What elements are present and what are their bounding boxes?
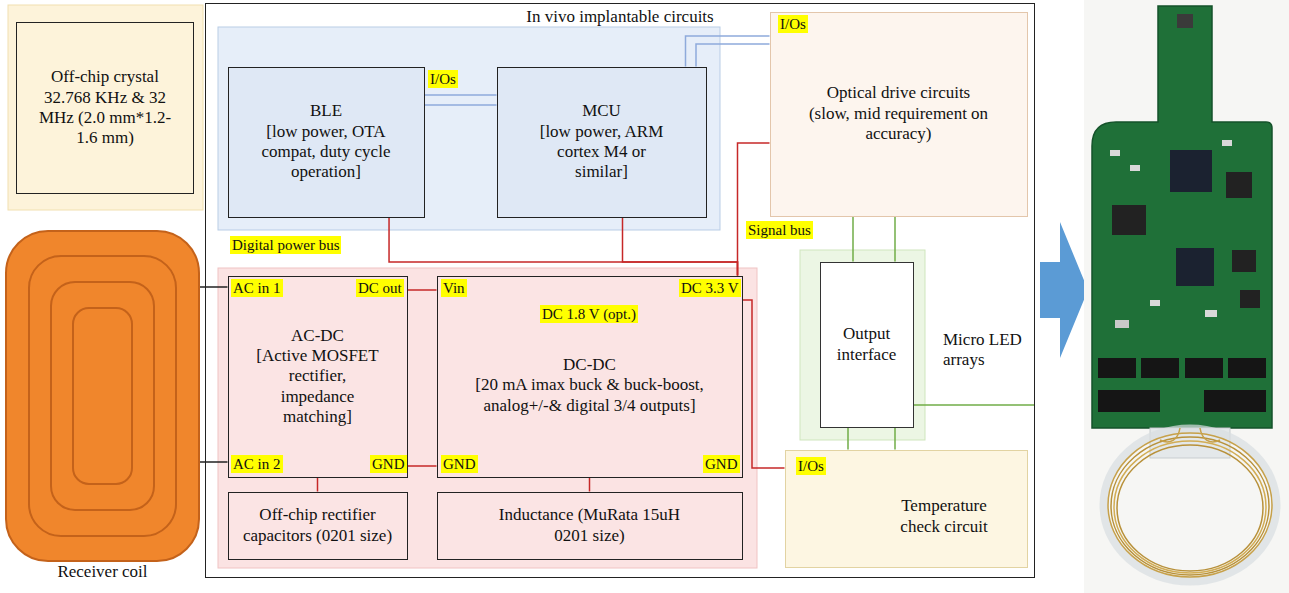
chip [1226,172,1252,198]
connector [686,36,770,67]
header [1098,358,1136,378]
receiver-coil: Receiver coil [5,230,200,586]
flow-arrow [1040,222,1088,358]
pin-label: GND [370,455,407,473]
crystal-panel [8,5,203,210]
connector [852,217,854,262]
chip [1176,248,1214,286]
pin-label: GND [441,455,478,473]
pin-label: I/Os [796,457,826,475]
pcb-board [1092,6,1272,428]
coil-body [6,231,199,561]
pin-label: Vin [441,279,467,297]
passive [1110,150,1120,156]
interface-band [800,250,925,440]
pin-label: I/Os [428,70,458,88]
node-body: [low power, ARM cortex M4 or similar] [532,122,672,183]
connector [738,143,770,276]
passive [1205,310,1217,317]
header [1141,358,1179,378]
connector [894,428,896,450]
node-title: DC-DC [563,355,616,375]
node-title: Output interface [827,324,907,365]
header [1228,358,1266,378]
passive [1222,140,1232,146]
node-title: BLE [310,101,342,121]
connector [894,217,896,262]
power-band [218,268,757,568]
connector [847,428,849,450]
output-label: Micro LED arrays [943,330,1023,371]
node-body: [Active MOSFET rectifier, impedance matc… [254,346,382,428]
sensor-chip [1177,14,1193,28]
node-title: Optical drive circuits [827,83,971,103]
pin-label: DC 3.3 V [679,279,741,297]
passive [1130,165,1140,171]
pin-label: Digital power bus [230,236,341,254]
connector [589,478,591,492]
node-body: (slow, mid requirement on accuracy) [804,104,994,145]
mcu-block: MCU[low power, ARM cortex M4 or similar] [497,67,707,218]
node-title: Off-chip rectifier capacitors (0201 size… [243,505,393,546]
pin-label: I/Os [778,15,808,33]
pin-label: Signal bus [746,221,813,239]
ble-block: BLE[low power, OTA compat, duty cycle op… [228,67,425,218]
passive [1115,320,1129,328]
pin-label: AC in 2 [231,455,283,473]
chip [1240,290,1260,308]
led-wire [908,404,1035,406]
connector [743,300,785,468]
node-title: In vivo implantable circuits [526,7,713,27]
coil-wire [1108,433,1272,577]
output-interface-box: Output interface [820,262,914,428]
connector [623,218,738,276]
node-title: Receiver coil [57,562,147,582]
node-body: [20 mA imax buck & buck-boost, analog+/-… [465,375,715,416]
pin-label: GND [703,455,740,473]
capacitor-box: Off-chip rectifier capacitors (0201 size… [228,492,408,560]
chip [1232,250,1256,272]
coil-turn [29,256,176,536]
coil-wire [1111,437,1269,575]
coil-wire [1117,445,1263,571]
node-title: Off-chip crystal 32.768 KHz & 32 MHz (2.… [38,67,173,149]
coil-turn [73,308,132,484]
connector [408,289,437,291]
ac-dc-block: AC-DC[Active MOSFET rectifier, impedance… [228,276,408,478]
connector [696,44,770,67]
chip [1112,205,1146,235]
node-title: MCU [582,101,621,121]
connector [425,94,497,96]
node-title: AC-DC [291,326,344,346]
mcu-chip [1170,150,1212,192]
connector [317,478,319,492]
implant-frame: In vivo implantable circuitsBLE[low powe… [205,3,1035,578]
header [1204,390,1266,412]
passive [1150,300,1160,306]
coil-wire [1114,441,1266,573]
coil-lead [1160,428,1220,442]
node-title: Temperature check circuit [887,496,1002,537]
header [1098,390,1160,412]
connector [408,465,437,467]
coil-turn [51,282,154,510]
connector [389,218,737,276]
pin-label: DC 1.8 V (opt.) [540,305,638,323]
pin-label: DC out [356,279,404,297]
photo-ground [1084,0,1289,593]
node-title: Inductance (MuRata 15uH 0201 size) [485,505,695,546]
node-body: [low power, OTA compat, duty cycle opera… [251,122,401,183]
coil-frame [1104,429,1276,581]
crystal-box: Off-chip crystal 32.768 KHz & 32 MHz (2.… [16,22,194,194]
digital-band [218,27,720,230]
inductor-box: Inductance (MuRata 15uH 0201 size) [437,492,743,560]
header [1185,358,1223,378]
pin-label: AC in 1 [231,279,283,297]
coil-drawing [5,230,200,564]
connector [425,104,497,106]
optical-drive-box: Optical drive circuits(slow, mid require… [770,12,1028,217]
